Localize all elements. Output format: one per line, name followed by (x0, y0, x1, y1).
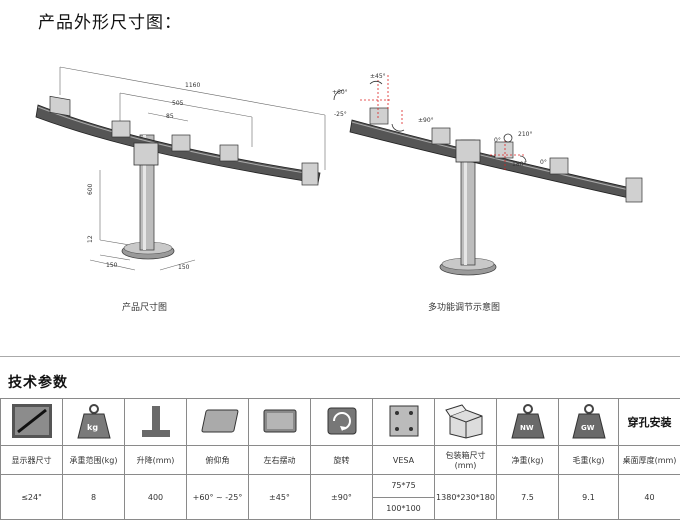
dim-label-1160: 1160 (185, 82, 200, 89)
label-gross-weight: 毛重(kg) (558, 445, 619, 475)
dim-label-12: 12 (87, 235, 94, 243)
swivel-icon (263, 409, 296, 433)
box-icon (444, 404, 482, 439)
label-net-weight: 净重(kg) (496, 445, 559, 475)
adjust-label-minus25: -25° (334, 111, 347, 118)
spec-value-row: ≤24" 8 400 +60° ~ -25° ±45° ±90° 75*75 1… (0, 474, 680, 520)
value-desk-thickness: 40 (618, 474, 680, 520)
value-vesa: 75*75 100*100 (372, 474, 435, 520)
value-box-size: 1380*230*180 (434, 474, 497, 520)
vesa-icon (389, 405, 418, 437)
spec-icon-cell (124, 398, 187, 446)
nw-badge-text: NW (520, 424, 534, 432)
gw-badge-text: GW (581, 424, 595, 432)
spec-icon-cell: kg (62, 398, 125, 446)
value-lift: 400 (124, 474, 187, 520)
spec-icon-cell (248, 398, 311, 446)
dim-label-150b: 150 (178, 264, 190, 271)
label-box-size: 包装箱尺寸(mm) (434, 445, 497, 475)
lift-icon (141, 406, 170, 437)
value-vesa-top: 75*75 (391, 481, 416, 491)
label-vesa: VESA (372, 445, 435, 475)
product-dimension-diagram: 1160 505 85 600 12 150 150 (35, 66, 326, 271)
spec-label-row: 显示器尺寸 承重范围(kg) 升降(mm) 俯仰角 左右摆动 旋转 VESA 包… (0, 445, 680, 475)
page-title: 产品外形尺寸图： (38, 13, 182, 33)
value-tilt: +60° ~ -25° (186, 474, 249, 520)
screen-size-icon (11, 404, 52, 438)
label-tilt: 俯仰角 (186, 445, 249, 475)
value-rotate: ±90° (310, 474, 373, 520)
adjust-label-0b: 0° (540, 159, 547, 166)
tilt-icon (200, 409, 238, 433)
value-load-range: 8 (62, 474, 125, 520)
value-swivel: ±45° (248, 474, 311, 520)
label-rotate: 旋转 (310, 445, 373, 475)
spec-icon-cell: NW (496, 398, 559, 446)
dimension-diagram-caption: 产品尺寸图 (122, 303, 168, 313)
value-screen-size: ≤24" (0, 474, 63, 520)
label-desk-thickness: 桌面厚度(mm) (618, 445, 680, 475)
spec-table: kg NW GW 穿孔安装 显示器尺寸 承重范围(kg) 升降(mm) 俯仰角 … (0, 398, 680, 520)
adjust-label-180: 180° (512, 161, 526, 168)
adjust-label-pm45: ±45° (370, 73, 386, 80)
spec-icon-cell (310, 398, 373, 446)
weight-kg-icon: kg (76, 404, 111, 439)
label-swivel: 左右摆动 (248, 445, 311, 475)
spec-icon-cell (186, 398, 249, 446)
label-screen-size: 显示器尺寸 (0, 445, 63, 475)
net-weight-icon: NW (510, 404, 545, 439)
spec-icon-cell (372, 398, 435, 446)
dim-label-85: 85 (166, 113, 174, 120)
gross-weight-icon: GW (571, 404, 606, 439)
spec-icon-cell (434, 398, 497, 446)
spec-icon-cell: GW (558, 398, 619, 446)
value-gross-weight: 9.1 (558, 474, 619, 520)
dim-label-150a: 150 (106, 262, 118, 269)
rotate-icon (327, 407, 356, 435)
multi-function-adjust-diagram: +60° -25° ±45° ±90° 0° 210° 180° 0° (332, 73, 643, 276)
adjust-label-pm90: ±90° (418, 117, 434, 124)
adjust-label-0a: 0° (494, 137, 501, 144)
value-net-weight: 7.5 (496, 474, 559, 520)
label-load-range: 承重范围(kg) (62, 445, 125, 475)
section-divider (0, 356, 680, 357)
kg-badge-text: kg (87, 423, 98, 432)
adjust-label-plus60: +60° (332, 89, 348, 96)
spec-icon-row: kg NW GW 穿孔安装 (0, 398, 680, 446)
value-vesa-bottom: 100*100 (373, 496, 434, 520)
through-hole-install: 穿孔安装 (618, 398, 680, 446)
dim-label-505: 505 (172, 100, 184, 107)
adjust-label-210: 210° (518, 131, 532, 138)
dim-label-600: 600 (87, 183, 94, 195)
spec-section-title: 技术参数 (8, 375, 68, 391)
adjust-diagram-caption: 多功能调节示意图 (428, 303, 501, 313)
label-lift: 升降(mm) (124, 445, 187, 475)
spec-icon-cell (0, 398, 63, 446)
